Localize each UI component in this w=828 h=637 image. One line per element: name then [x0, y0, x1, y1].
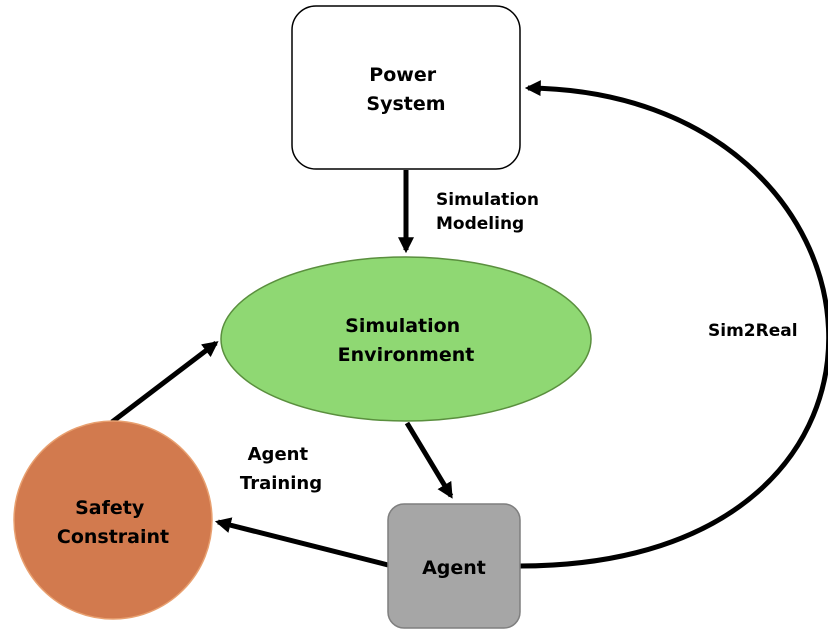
arrow-sim2real-agent-to-power	[519, 80, 828, 569]
arrow-agent-to-safety	[214, 517, 389, 568]
agent-training-label: Agent Training	[240, 444, 322, 494]
arrow-safety-to-simulation	[110, 341, 219, 424]
safety-constraint-node	[13, 420, 213, 620]
simulation-modeling-label: Simulation Modeling	[436, 190, 545, 234]
sim2real-label-line-1: Sim2Real	[708, 321, 798, 341]
safety-constraint-label: Safety Constraint	[57, 497, 169, 548]
arrow-simulation-to-agent	[404, 421, 454, 499]
power-system-label-line-2: System	[366, 93, 445, 115]
safety-constraint-label-line-2: Constraint	[57, 526, 169, 548]
simulation-modeling-label-line-2: Modeling	[436, 214, 524, 234]
agent-training-label-line-1: Agent	[248, 444, 309, 465]
power-system-node	[291, 5, 521, 170]
simulation-environment-label-line-1: Simulation	[345, 315, 460, 337]
simulation-environment-label-line-2: Environment	[338, 344, 475, 366]
power-system-label-line-1: Power	[369, 64, 436, 86]
agent-training-label-line-2: Training	[240, 473, 322, 494]
simulation-environment-node	[220, 256, 592, 422]
simulation-environment-label: Simulation Environment	[338, 315, 475, 366]
agent-node	[387, 503, 521, 629]
safety-constraint-label-line-1: Safety	[75, 497, 145, 519]
agent-label-line-1: Agent	[422, 557, 486, 579]
sim2real-label: Sim2Real	[708, 321, 798, 341]
power-system-label: Power System	[366, 64, 445, 115]
agent-label: Agent	[422, 557, 486, 579]
simulation-modeling-label-line-1: Simulation	[436, 190, 539, 210]
